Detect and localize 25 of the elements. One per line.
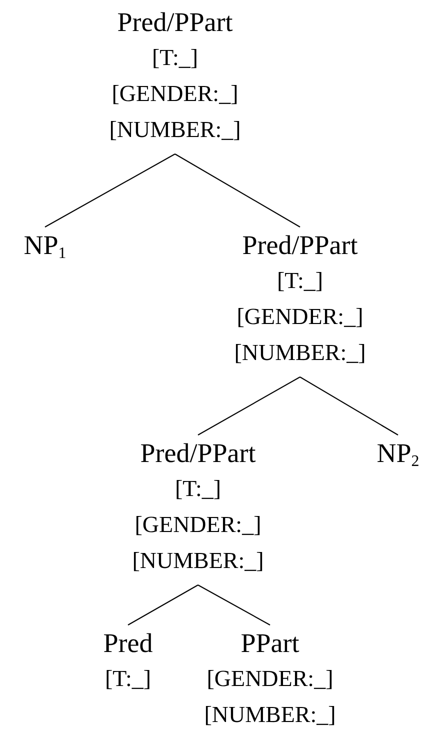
tree-branch bbox=[128, 584, 198, 626]
feature-label: [T:_] bbox=[150, 44, 200, 72]
category-label: Pred/PPart bbox=[116, 6, 234, 39]
feature-label: [GENDER:_] bbox=[206, 665, 334, 693]
feature-label: [T:_] bbox=[174, 475, 222, 503]
category-label: NP$_{1}$ bbox=[24, 229, 66, 263]
feature-label: [GENDER:_] bbox=[134, 511, 262, 539]
category-label: Pred/PPart bbox=[241, 229, 359, 262]
feature-label: [GENDER:_] bbox=[110, 80, 240, 108]
category-label: PPart bbox=[240, 627, 300, 660]
feature-label: [NUMBER:_] bbox=[109, 116, 241, 144]
category-label: Pred/PPart bbox=[139, 437, 257, 470]
category-label: NP$_{2}$ bbox=[376, 437, 420, 471]
tree-branch bbox=[198, 584, 270, 626]
category-label: Pred bbox=[103, 627, 153, 660]
tree-branch bbox=[198, 376, 300, 436]
feature-label: [GENDER:_] bbox=[236, 303, 364, 331]
feature-label: [NUMBER:_] bbox=[204, 701, 336, 729]
tree-branch bbox=[174, 154, 300, 228]
tree-branch bbox=[44, 154, 176, 228]
tree-branch bbox=[300, 376, 398, 436]
feature-label: [NUMBER:_] bbox=[132, 547, 264, 575]
feature-label: [NUMBER:_] bbox=[234, 339, 366, 367]
feature-label: [T:_] bbox=[104, 665, 152, 693]
feature-label: [T:_] bbox=[276, 267, 324, 295]
